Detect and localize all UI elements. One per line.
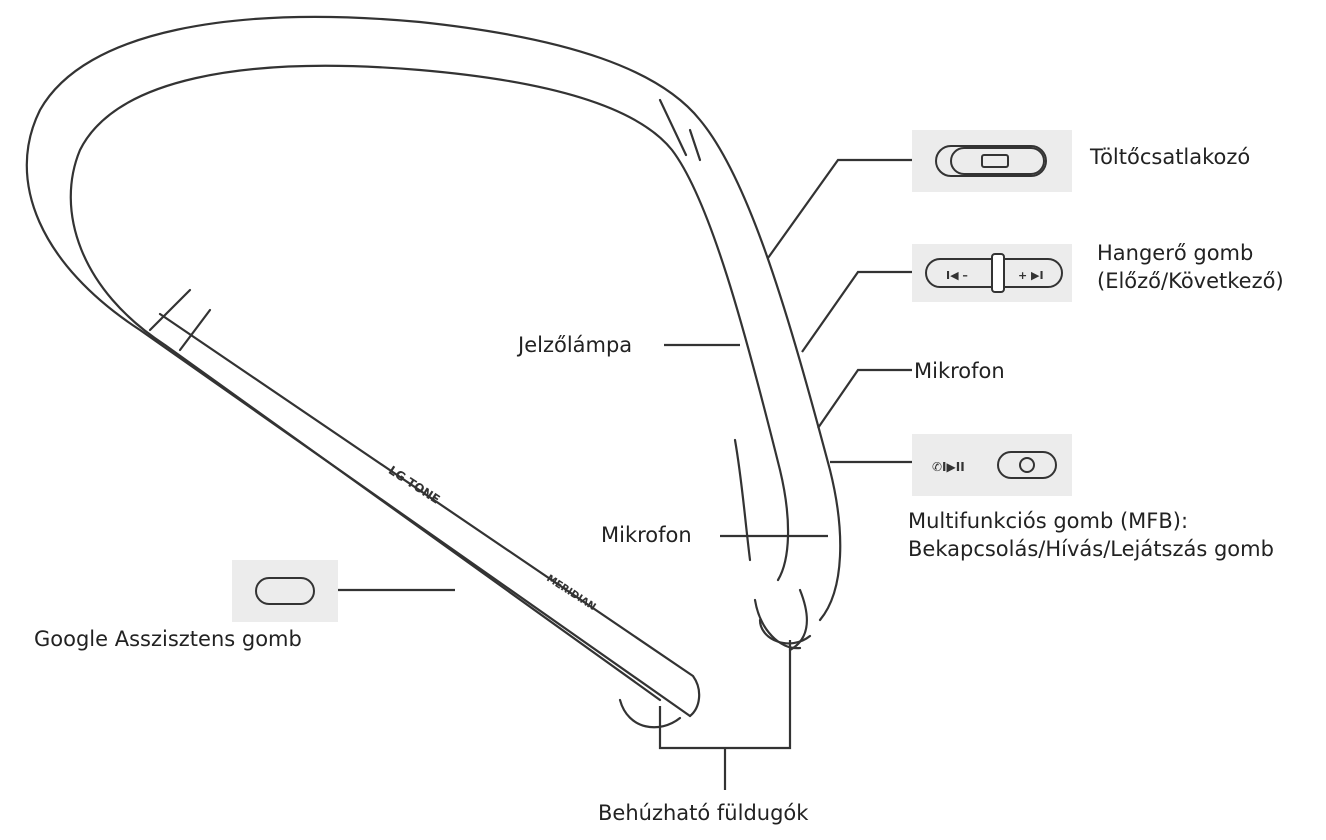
- svg-text:✆I▶II: ✆I▶II: [932, 460, 965, 474]
- label-volume-button-sub: (Előző/Következő): [1097, 269, 1284, 293]
- label-earbuds: Behúzható füldugók: [598, 801, 809, 825]
- label-mfb: Multifunkciós gomb (MFB):: [908, 509, 1189, 533]
- mfb-button-icon: ✆I▶II: [932, 451, 1057, 479]
- label-mic-center: Mikrofon: [601, 523, 692, 547]
- brand-text-2: MERIDIAN: [544, 573, 597, 613]
- brand-text: LG TONE: [386, 463, 443, 507]
- charging-port-icon: [935, 145, 1047, 177]
- google-button-icon: [255, 577, 315, 605]
- mfb-button-inset: [912, 434, 1072, 496]
- neckband-body: [25, 15, 842, 729]
- svg-text:+ ▶I: + ▶I: [1018, 269, 1044, 282]
- label-volume-button: Hangerő gomb: [1097, 241, 1254, 265]
- label-charging-port: Töltőcsatlakozó: [1090, 145, 1251, 169]
- label-indicator: Jelzőlámpa: [518, 333, 633, 357]
- label-mfb-sub: Bekapcsolás/Hívás/Lejátszás gomb: [908, 537, 1274, 561]
- label-google-assistant: Google Asszisztens gomb: [34, 627, 302, 651]
- label-mic-right: Mikrofon: [914, 359, 1005, 383]
- svg-text:I◀ –: I◀ –: [946, 269, 968, 282]
- google-button-inset: [232, 560, 338, 622]
- leader-lines: [338, 158, 912, 790]
- volume-button-icon: I◀ – + ▶I: [925, 253, 1063, 293]
